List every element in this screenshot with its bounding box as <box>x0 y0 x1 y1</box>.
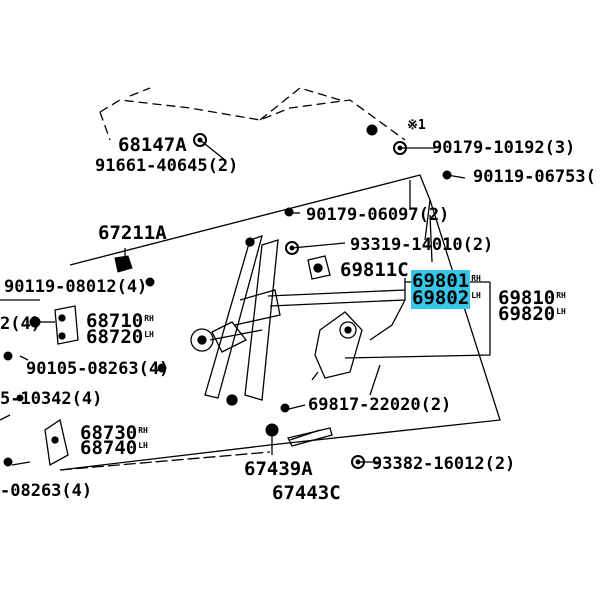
callout-90119-06753[interactable]: 90119-06753( <box>473 167 596 187</box>
callout-93319-14010[interactable]: 93319-14010(2) <box>350 235 494 255</box>
callout-91661-40645[interactable]: 91661-40645(2) <box>95 156 239 176</box>
bolt-icon <box>193 133 207 147</box>
callout-68730-rh[interactable]: 68730RH <box>80 422 148 444</box>
callout-10342[interactable]: 5-10342(4) <box>0 389 103 409</box>
callout-93382-16012[interactable]: 93382-16012(2) <box>372 454 516 474</box>
grommet-icon <box>265 423 279 437</box>
callout-90179-10192[interactable]: 90179-10192(3) <box>432 138 576 158</box>
regulator-rail-left <box>204 234 263 399</box>
screw-icon <box>16 394 24 402</box>
highlight-69802: 69802 <box>411 287 471 309</box>
callout-67211A[interactable]: 67211A <box>98 222 167 244</box>
glass-outline <box>99 99 406 141</box>
callout-note-1[interactable]: ※1 <box>407 118 426 133</box>
hinge-lower <box>44 418 69 467</box>
hinge-upper <box>54 305 79 345</box>
callout-68147A[interactable]: 68147A <box>118 134 187 156</box>
screw-icon <box>29 316 41 328</box>
lower-channel <box>287 427 333 447</box>
door-panel-outline <box>59 174 501 471</box>
screw-icon <box>3 351 13 361</box>
callout-67443C[interactable]: 67443C <box>272 482 341 504</box>
callout-69810-rh[interactable]: 69810RH <box>498 287 566 309</box>
callout-68720-lh[interactable]: 68720LH <box>86 326 154 348</box>
nut-icon <box>280 403 290 413</box>
bolt-icon <box>351 455 365 469</box>
callout-68740-lh[interactable]: 68740LH <box>80 437 148 459</box>
callout-69820-lh[interactable]: 69820LH <box>498 303 566 325</box>
callout-08263[interactable]: -08263(4) <box>0 481 93 501</box>
callout-69817-22020[interactable]: 69817-22020(2) <box>308 395 452 415</box>
window-motor <box>314 311 363 379</box>
callout-68710-rh[interactable]: 68710RH <box>86 310 154 332</box>
screw-icon <box>145 277 155 287</box>
screw-icon <box>157 363 167 373</box>
callout-90179-06097[interactable]: 90179-06097(2) <box>306 205 450 225</box>
screw-icon <box>442 170 452 180</box>
nut-icon <box>284 207 294 217</box>
highlight-69801: 69801 <box>411 270 471 292</box>
screw-icon <box>3 457 13 467</box>
regulator-motor <box>190 328 214 352</box>
callout-90119-08012[interactable]: 90119-08012(4) <box>4 277 148 297</box>
nut-icon <box>285 241 299 255</box>
clip-icon <box>114 255 133 273</box>
callout-90105-08263[interactable]: 90105-08263(4) <box>26 359 170 379</box>
callout-partial-2-4[interactable]: 2(4) <box>0 314 41 334</box>
callout-69811C[interactable]: 69811C <box>340 259 409 281</box>
callout-67439A[interactable]: 67439A <box>244 458 313 480</box>
bolt-icon <box>393 141 407 155</box>
clip-icon <box>366 124 378 136</box>
